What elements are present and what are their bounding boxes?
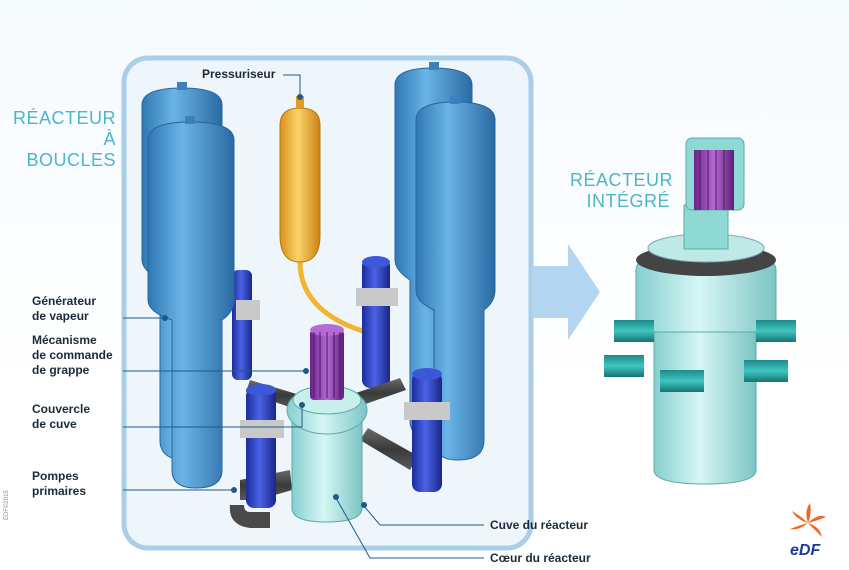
pump-front-right [404, 368, 450, 492]
sg-nozzle [185, 116, 195, 124]
control-rod-drive-mechanism [310, 324, 344, 400]
pump-flange [236, 300, 260, 320]
loop-reactor-title: RÉACTEUR À BOUCLES [12, 108, 116, 170]
primary-pipe-left [229, 505, 270, 528]
integrated-reactor-title: RÉACTEUR INTÉGRÉ [570, 170, 674, 211]
pump-front-left [240, 384, 284, 508]
label-steam-generator: Générateur de vapeur [32, 294, 97, 323]
pump-cap [362, 256, 390, 268]
leader-lines [123, 74, 484, 559]
pressurizer-vessel [279, 107, 321, 263]
label-control-rod-mechanism: Mécanisme de commande de grappe [32, 333, 113, 377]
right-arrow-icon [532, 244, 600, 340]
label-vessel-head: Couvercle de cuve [32, 402, 91, 431]
edf-brand-wordmark: eDF [790, 542, 821, 559]
pump-back-left [232, 270, 252, 380]
sg-nozzle [177, 82, 187, 90]
pump-back-right [362, 258, 390, 388]
label-pressurizer: Pressuriseur [202, 67, 276, 81]
label-reactor-core: Cœur du réacteur [490, 551, 591, 565]
label-reactor-vessel: Cuve du réacteur [490, 518, 589, 532]
reactor-vessel [291, 419, 363, 523]
pump-flange [356, 288, 398, 306]
edf-swirl-logo [790, 503, 826, 537]
sg-nozzle [429, 62, 439, 70]
integrated-reactor-model [604, 137, 796, 485]
primary-pipe-right [360, 428, 418, 470]
sg-nozzle [450, 96, 460, 104]
pressurizer-valve [296, 96, 304, 108]
copyright-credit: EDF©2015 [4, 490, 10, 520]
label-primary-pumps: Pompes primaires [32, 469, 87, 498]
leader-dots [162, 94, 367, 508]
